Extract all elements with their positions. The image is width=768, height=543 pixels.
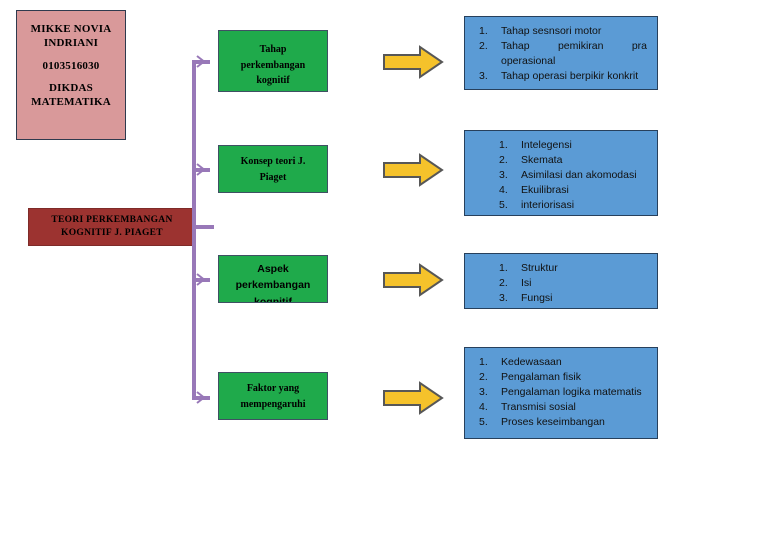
list-item-text: Skemata: [521, 153, 563, 166]
flow-arrow-icon-3: [382, 262, 444, 298]
connector-branch-3: [192, 278, 210, 282]
list-item-text: Pengalaman logika matematis: [501, 385, 642, 398]
list-item: 2. Skemata: [495, 153, 647, 168]
list-item-number: 5.: [479, 415, 488, 428]
list-item-text: Transmisi sosial: [501, 400, 576, 413]
topic-box-3: Aspek perkembangan kognitif: [218, 255, 328, 303]
student-name-line2: INDRIANI: [43, 36, 99, 49]
student-id: 0103516030: [42, 59, 100, 72]
list-item-text: Tahap pemikiran pra operasional: [501, 39, 647, 67]
list-item-text: Isi: [521, 276, 532, 289]
list-item-text: Asimilasi dan akomodasi: [521, 168, 637, 181]
list-item-number: 2.: [499, 276, 508, 289]
list-item-text: Intelegensi: [521, 139, 572, 151]
list-item: 1. Struktur: [495, 261, 647, 276]
detail-list-1: 1. Tahap sesnsori motor 2. Tahap pemikir…: [475, 24, 647, 84]
list-item-number: 2.: [499, 153, 508, 166]
list-item-text: Fungsi: [521, 291, 553, 304]
list-item: 2. Isi: [495, 276, 647, 291]
list-item-text: Pengalaman fisik: [501, 370, 581, 383]
list-item: 4. Transmisi sosial: [475, 400, 647, 415]
list-item-number: 2.: [479, 370, 488, 383]
list-item-number: 1.: [499, 262, 508, 274]
list-item-text: Tahap operasi berpikir konkrit: [501, 69, 639, 82]
detail-list-4: 1. Kedewasaan 2. Pengalaman fisik 3. Pen…: [475, 355, 647, 430]
list-item: 3. Fungsi: [495, 291, 647, 306]
spacer: [17, 51, 125, 60]
list-item: 2. Tahap pemikiran pra operasional: [475, 39, 647, 69]
list-item: 5. interiorisasi: [495, 198, 647, 213]
list-item-number: 5.: [499, 198, 508, 211]
list-item-number: 4.: [499, 183, 508, 196]
student-name-line1: MIKKE NOVIA: [30, 23, 112, 35]
arrowhead-chevron-icon: [196, 273, 207, 286]
spacer: [17, 73, 125, 82]
topic-box-2: Konsep teori J. Piaget: [218, 145, 328, 193]
list-item-text: Proses keseimbangan: [501, 415, 605, 428]
connector-branch-2: [192, 168, 210, 172]
list-item-number: 4.: [479, 400, 488, 413]
root-title-box: TEORI PERKEMBANGAN KOGNITIF J. PIAGET: [28, 208, 196, 246]
detail-box-2: 1. Intelegensi 2. Skemata 3. Asimilasi d…: [464, 130, 658, 216]
program-line1: DIKDAS: [49, 82, 93, 95]
list-item-text: Struktur: [521, 262, 558, 274]
root-title-line2: KOGNITIF J. PIAGET: [61, 228, 163, 238]
detail-list-3: 1. Struktur 2. Isi 3. Fungsi: [475, 261, 647, 306]
topic-box-4-label: Faktor yang mempengaruhi: [240, 383, 306, 410]
list-item: 4. Ekuilibrasi: [495, 183, 647, 198]
list-item-number: 3.: [499, 291, 508, 304]
flow-arrow-icon-2: [382, 152, 444, 188]
detail-box-1: 1. Tahap sesnsori motor 2. Tahap pemikir…: [464, 16, 658, 90]
flow-arrow-icon-4: [382, 380, 444, 416]
detail-box-4: 1. Kedewasaan 2. Pengalaman fisik 3. Pen…: [464, 347, 658, 439]
root-title-line1: TEORI PERKEMBANGAN: [51, 215, 173, 226]
list-item-number: 3.: [499, 168, 508, 181]
topic-box-4: Faktor yang mempengaruhi: [218, 372, 328, 420]
list-item: 3. Pengalaman logika matematis: [475, 385, 647, 400]
list-item: 2. Pengalaman fisik: [475, 370, 647, 385]
list-item-number: 2.: [479, 39, 488, 52]
topic-box-1: Tahap perkembangan kognitif: [218, 30, 328, 92]
connector-stub: [196, 225, 214, 229]
list-item: 1. Kedewasaan: [475, 355, 647, 370]
arrowhead-chevron-icon: [196, 55, 207, 68]
list-item-text: interiorisasi: [521, 198, 575, 211]
list-item-text: Tahap sesnsori motor: [501, 25, 602, 37]
list-item-number: 3.: [479, 69, 488, 82]
identity-box: MIKKE NOVIA INDRIANI 0103516030 DIKDAS M…: [16, 10, 126, 140]
connector-branch-1: [192, 60, 210, 64]
list-item-number: 1.: [479, 25, 488, 37]
topic-box-1-label: Tahap perkembangan kognitif: [240, 44, 306, 86]
program-line2: MATEMATIKA: [31, 96, 111, 108]
list-item: 1. Tahap sesnsori motor: [475, 24, 647, 39]
flow-arrow-icon-1: [382, 44, 444, 80]
detail-list-2: 1. Intelegensi 2. Skemata 3. Asimilasi d…: [475, 138, 647, 213]
list-item: 3. Asimilasi dan akomodasi: [495, 168, 647, 183]
list-item-number: 1.: [499, 139, 508, 151]
connector-trunk: [192, 60, 196, 398]
arrowhead-chevron-icon: [196, 391, 207, 404]
topic-box-2-label: Konsep teori J. Piaget: [240, 156, 306, 183]
topic-box-3-label: Aspek perkembangan kognitif: [235, 263, 311, 303]
list-item-number: 1.: [479, 356, 488, 368]
root-title-text: TEORI PERKEMBANGAN KOGNITIF J. PIAGET: [51, 214, 172, 240]
list-item-number: 3.: [479, 385, 488, 398]
list-item-text: Kedewasaan: [501, 356, 562, 368]
list-item: 5. Proses keseimbangan: [475, 415, 647, 430]
detail-box-3: 1. Struktur 2. Isi 3. Fungsi: [464, 253, 658, 309]
arrowhead-chevron-icon: [196, 163, 207, 176]
list-item: 3. Tahap operasi berpikir konkrit: [475, 69, 647, 84]
connector-branch-4: [192, 396, 210, 400]
list-item-text: Ekuilibrasi: [521, 183, 569, 196]
list-item: 1. Intelegensi: [495, 138, 647, 153]
